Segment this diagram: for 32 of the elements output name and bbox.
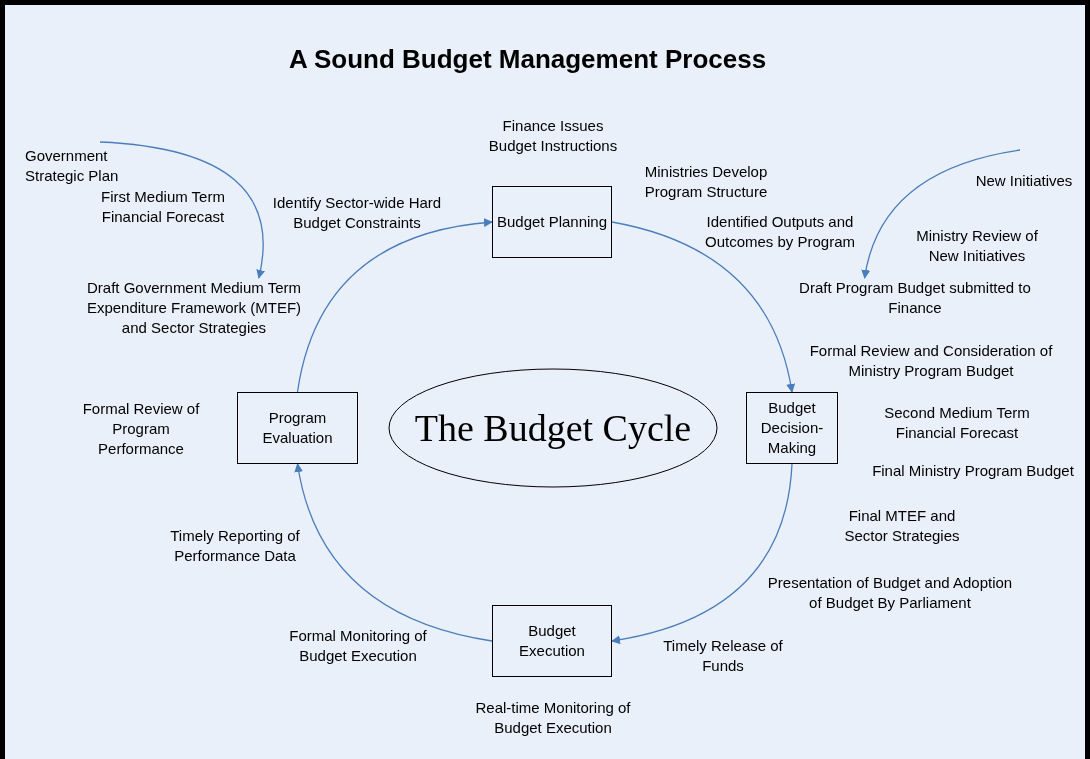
annotation-text: Ministries Develop Program Structure: [643, 162, 769, 202]
process-box: Budget Execution: [492, 605, 612, 677]
arrow: [611, 221, 795, 393]
arrow: [296, 218, 493, 393]
annotation-text: Draft Government Medium Term Expenditure Framework (MTEF) and Sector Strategies: [74, 278, 314, 340]
annotation-text: Formal Review and Consideration of Ministry Program Budget: [808, 341, 1054, 381]
annotation-text: New Initiatives: [974, 171, 1074, 191]
annotation-text: Timely Reporting of Performance Data: [169, 526, 301, 566]
annotation-text: Ministry Review of New Initiatives: [915, 226, 1039, 266]
annotation-text: Government Strategic Plan: [25, 146, 120, 186]
annotation-text: Timely Release of Funds: [662, 636, 784, 676]
process-box: Program Evaluation: [237, 392, 358, 464]
diagram-title: A Sound Budget Management Process: [287, 44, 768, 75]
annotation-text: First Medium Term Financial Forecast: [100, 187, 226, 227]
arrow: [861, 149, 1021, 279]
annotation-text: Identify Sector-wide Hard Budget Constraints: [271, 193, 443, 233]
arrow: [99, 141, 265, 279]
annotation-text: Finance Issues Budget Instructions: [487, 116, 619, 156]
cycle-ellipse: The Budget Cycle: [388, 368, 718, 488]
process-box: Budget Decision-Making: [746, 392, 838, 464]
annotation-text: Final Ministry Program Budget: [871, 461, 1075, 481]
process-box: Budget Planning: [492, 186, 612, 258]
annotation-text: Draft Program Budget submitted to Finance: [775, 278, 1055, 320]
annotation-text: Final MTEF and Sector Strategies: [843, 506, 961, 546]
annotation-text: Identified Outputs and Outcomes by Program: [703, 212, 857, 252]
annotation-text: Second Medium Term Financial Forecast: [883, 403, 1031, 443]
annotation-text: Real-time Monitoring of Budget Execution: [474, 698, 632, 738]
annotation-text: Formal Monitoring of Budget Execution: [288, 626, 428, 666]
arrow: [294, 463, 493, 642]
arrow: [611, 463, 793, 644]
annotation-text: Formal Review of Program Performance: [81, 399, 201, 459]
annotation-text: Presentation of Budget and Adoption of Budget By Parliament: [766, 573, 1014, 613]
